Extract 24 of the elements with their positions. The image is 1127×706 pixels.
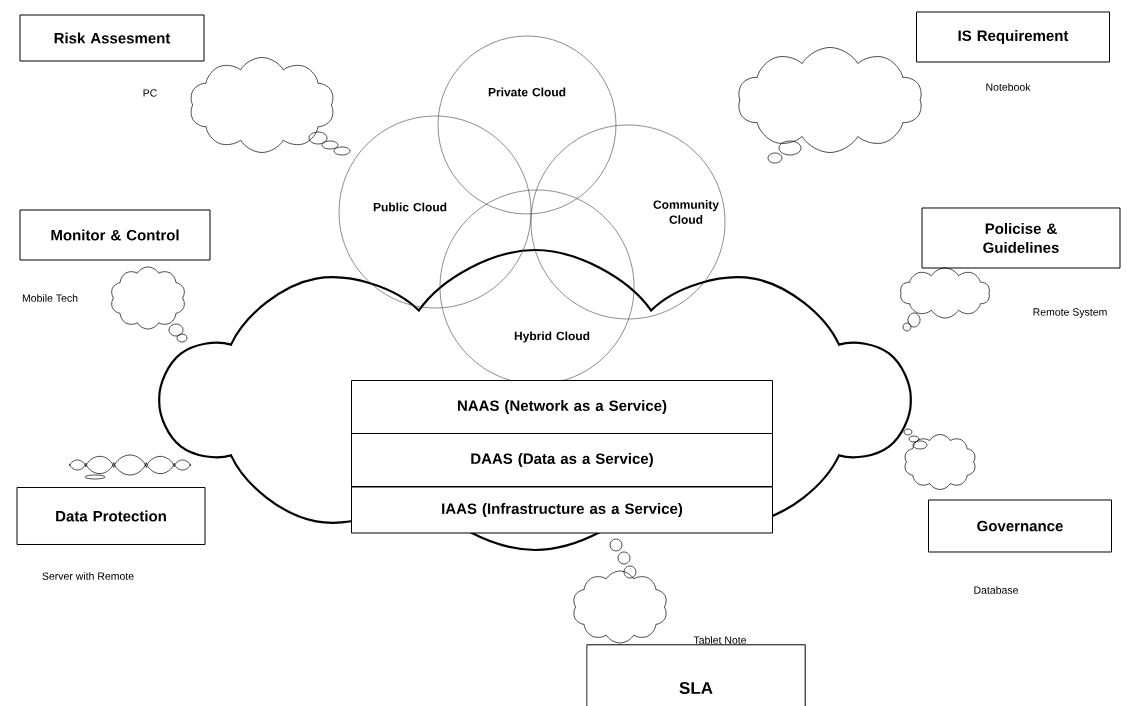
thought-bubble	[111, 266, 188, 343]
thought-bubble	[900, 267, 990, 332]
thought-bubble	[903, 428, 976, 490]
label-box: IS Requirement	[916, 11, 1110, 63]
label-box: Governance	[928, 499, 1112, 553]
device-label: Remote System	[1033, 308, 1107, 318]
device-label: Notebook	[986, 83, 1031, 91]
device-label: Mobile Tech	[22, 294, 78, 302]
device-label: PC	[143, 89, 157, 97]
thought-bubble	[738, 47, 922, 164]
thought-bubble	[190, 57, 351, 156]
label-box: Monitor & Control	[19, 209, 211, 261]
label-box: Data Protection	[16, 487, 206, 545]
thought-bubble	[573, 538, 667, 644]
device-label: Database	[974, 586, 1018, 594]
label-box: SLA	[586, 644, 806, 706]
device-label: Tablet Note	[693, 636, 747, 644]
label-box: Risk Assesment	[19, 14, 205, 62]
service-layer: IAAS (Infrastructure as a Service)	[351, 486, 773, 534]
label-box: Policise & Guidelines	[921, 207, 1121, 269]
service-layer: NAAS (Network as a Service)	[351, 380, 773, 434]
thought-bubble	[69, 454, 191, 480]
device-label: Server with Remote	[42, 572, 134, 580]
service-layer: DAAS (Data as a Service)	[351, 433, 773, 487]
